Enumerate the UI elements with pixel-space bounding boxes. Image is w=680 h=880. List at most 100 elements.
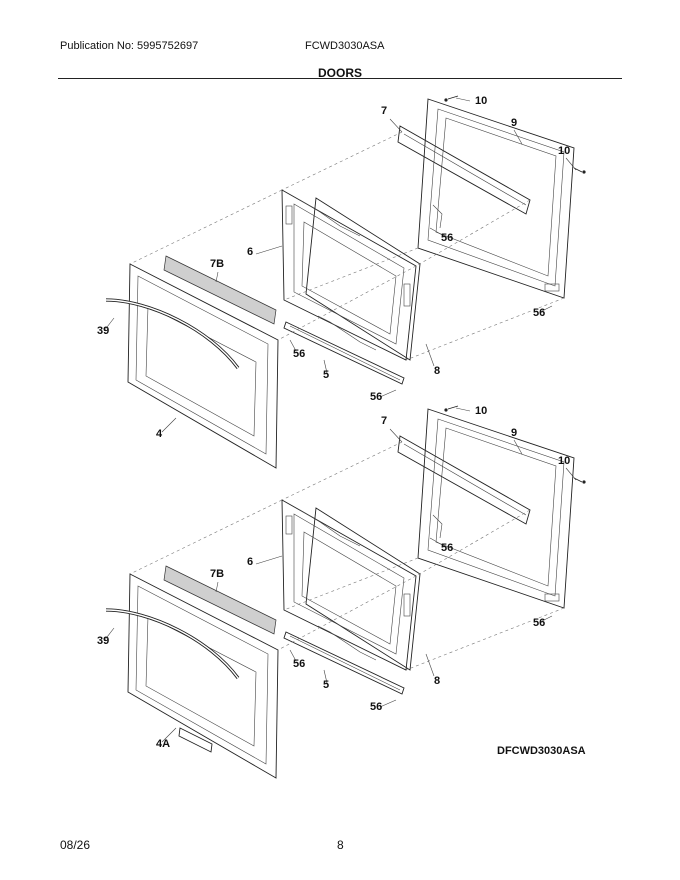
part-label: 56: [441, 232, 453, 244]
door-seal-strip: [163, 255, 277, 325]
leader-line-8: [289, 649, 297, 662]
part-label: 56: [533, 617, 545, 629]
header-rule: [58, 78, 622, 79]
part-label: 56: [370, 701, 382, 713]
part-label: 10: [475, 405, 487, 417]
outer-door: [127, 263, 279, 469]
part-label: 5: [323, 369, 329, 381]
part-label: 6: [247, 556, 253, 568]
leader-line-7: [103, 317, 115, 332]
part-label: 10: [558, 145, 570, 157]
screw-side-head: [582, 480, 586, 484]
leader-line-9: [539, 305, 553, 313]
leader-line-10: [323, 669, 328, 684]
inner-door-frame-opening: [293, 203, 405, 345]
diagram-code: DFCWD3030ASA: [497, 745, 586, 757]
leader-line-7: [103, 627, 115, 642]
bottom-channel-edge: [289, 325, 401, 381]
outer-door: [127, 573, 279, 779]
model-number: FCWD3030ASA: [305, 40, 385, 52]
leader-line-5: [255, 555, 283, 565]
part-label: 10: [558, 455, 570, 467]
rear-door-panel-inner-edge: [427, 108, 565, 287]
part-label: 56: [293, 658, 305, 670]
inner-door-frame-window: [301, 221, 397, 335]
part-label: 56: [370, 391, 382, 403]
leader-line-11: [425, 343, 435, 367]
rear-door-hinge-left: [432, 514, 443, 539]
alignment-line-0: [281, 441, 403, 501]
inner-frame-hinge-lower: [403, 283, 411, 307]
door-handle: [105, 298, 240, 369]
alignment-line-4: [405, 607, 565, 671]
leader-line-4: [429, 537, 445, 547]
outer-door-frame: [135, 585, 269, 765]
part-label: 5: [323, 679, 329, 691]
leader-line-13: [161, 727, 177, 743]
inner-frame-top-bracket: [299, 199, 361, 237]
leader-line-1: [389, 118, 403, 133]
part-label: 39: [97, 325, 109, 337]
screw-side: [573, 167, 583, 173]
leader-line-0: [455, 407, 471, 412]
leader-line-9: [539, 615, 553, 623]
leader-line-2: [513, 129, 523, 145]
door-handle-highlight: [105, 299, 239, 369]
leader-line-11: [425, 653, 435, 677]
rear-door-panel-inner-edge: [427, 418, 565, 597]
bottom-channel: [283, 631, 405, 695]
inner-frame-bottom-bracket: [317, 625, 377, 661]
inner-frame-bottom-bracket: [317, 315, 377, 351]
glass-panel: [305, 197, 421, 361]
glass-panel: [305, 507, 421, 671]
part-label: 7: [381, 415, 387, 427]
leader-line-6: [215, 581, 219, 593]
leader-line-2: [513, 439, 523, 455]
door-trim-strip-edge: [403, 443, 527, 516]
alignment-line-2: [129, 189, 283, 265]
alignment-line-1: [415, 509, 531, 577]
leader-line-13: [161, 417, 177, 433]
screw-top: [447, 95, 459, 100]
part-label: 56: [441, 542, 453, 554]
outer-door-window: [145, 305, 257, 437]
leader-line-1: [389, 428, 403, 443]
screw-side: [573, 477, 583, 483]
inner-frame-hinge-upper: [285, 515, 293, 535]
footer-date: 08/26: [60, 838, 91, 852]
screw-side-head: [582, 170, 586, 174]
alignment-line-3: [277, 265, 417, 341]
outer-door-frame: [135, 275, 269, 455]
screw-top-head: [444, 98, 448, 102]
door-handle: [105, 608, 240, 679]
bottom-channel-edge: [289, 635, 401, 691]
part-label: 8: [434, 365, 440, 377]
alignment-line-2: [129, 499, 283, 575]
part-label: 9: [511, 427, 517, 439]
leader-line-4: [429, 227, 445, 237]
door-trim-strip: [397, 125, 531, 215]
leader-line-10: [323, 359, 328, 374]
part-label: 7B: [210, 258, 224, 270]
part-label: 4: [156, 428, 163, 440]
alignment-line-4: [405, 297, 565, 361]
page-number: 8: [337, 838, 344, 852]
part-label: 9: [511, 117, 517, 129]
part-label: 7B: [210, 568, 224, 580]
alignment-line-3: [277, 575, 417, 651]
part-label: 4A: [156, 738, 170, 750]
leader-line-3: [565, 467, 577, 481]
section-title: DOORS: [317, 66, 362, 80]
screw-top: [447, 405, 459, 410]
door-trim-strip: [397, 435, 531, 525]
rear-door-window: [435, 427, 557, 587]
door-seal-strip: [163, 565, 277, 635]
alignment-line-1: [415, 199, 531, 267]
screw-top-head: [444, 408, 448, 412]
bottom-channel: [283, 321, 405, 385]
part-label: 10: [475, 95, 487, 107]
part-label: 39: [97, 635, 109, 647]
